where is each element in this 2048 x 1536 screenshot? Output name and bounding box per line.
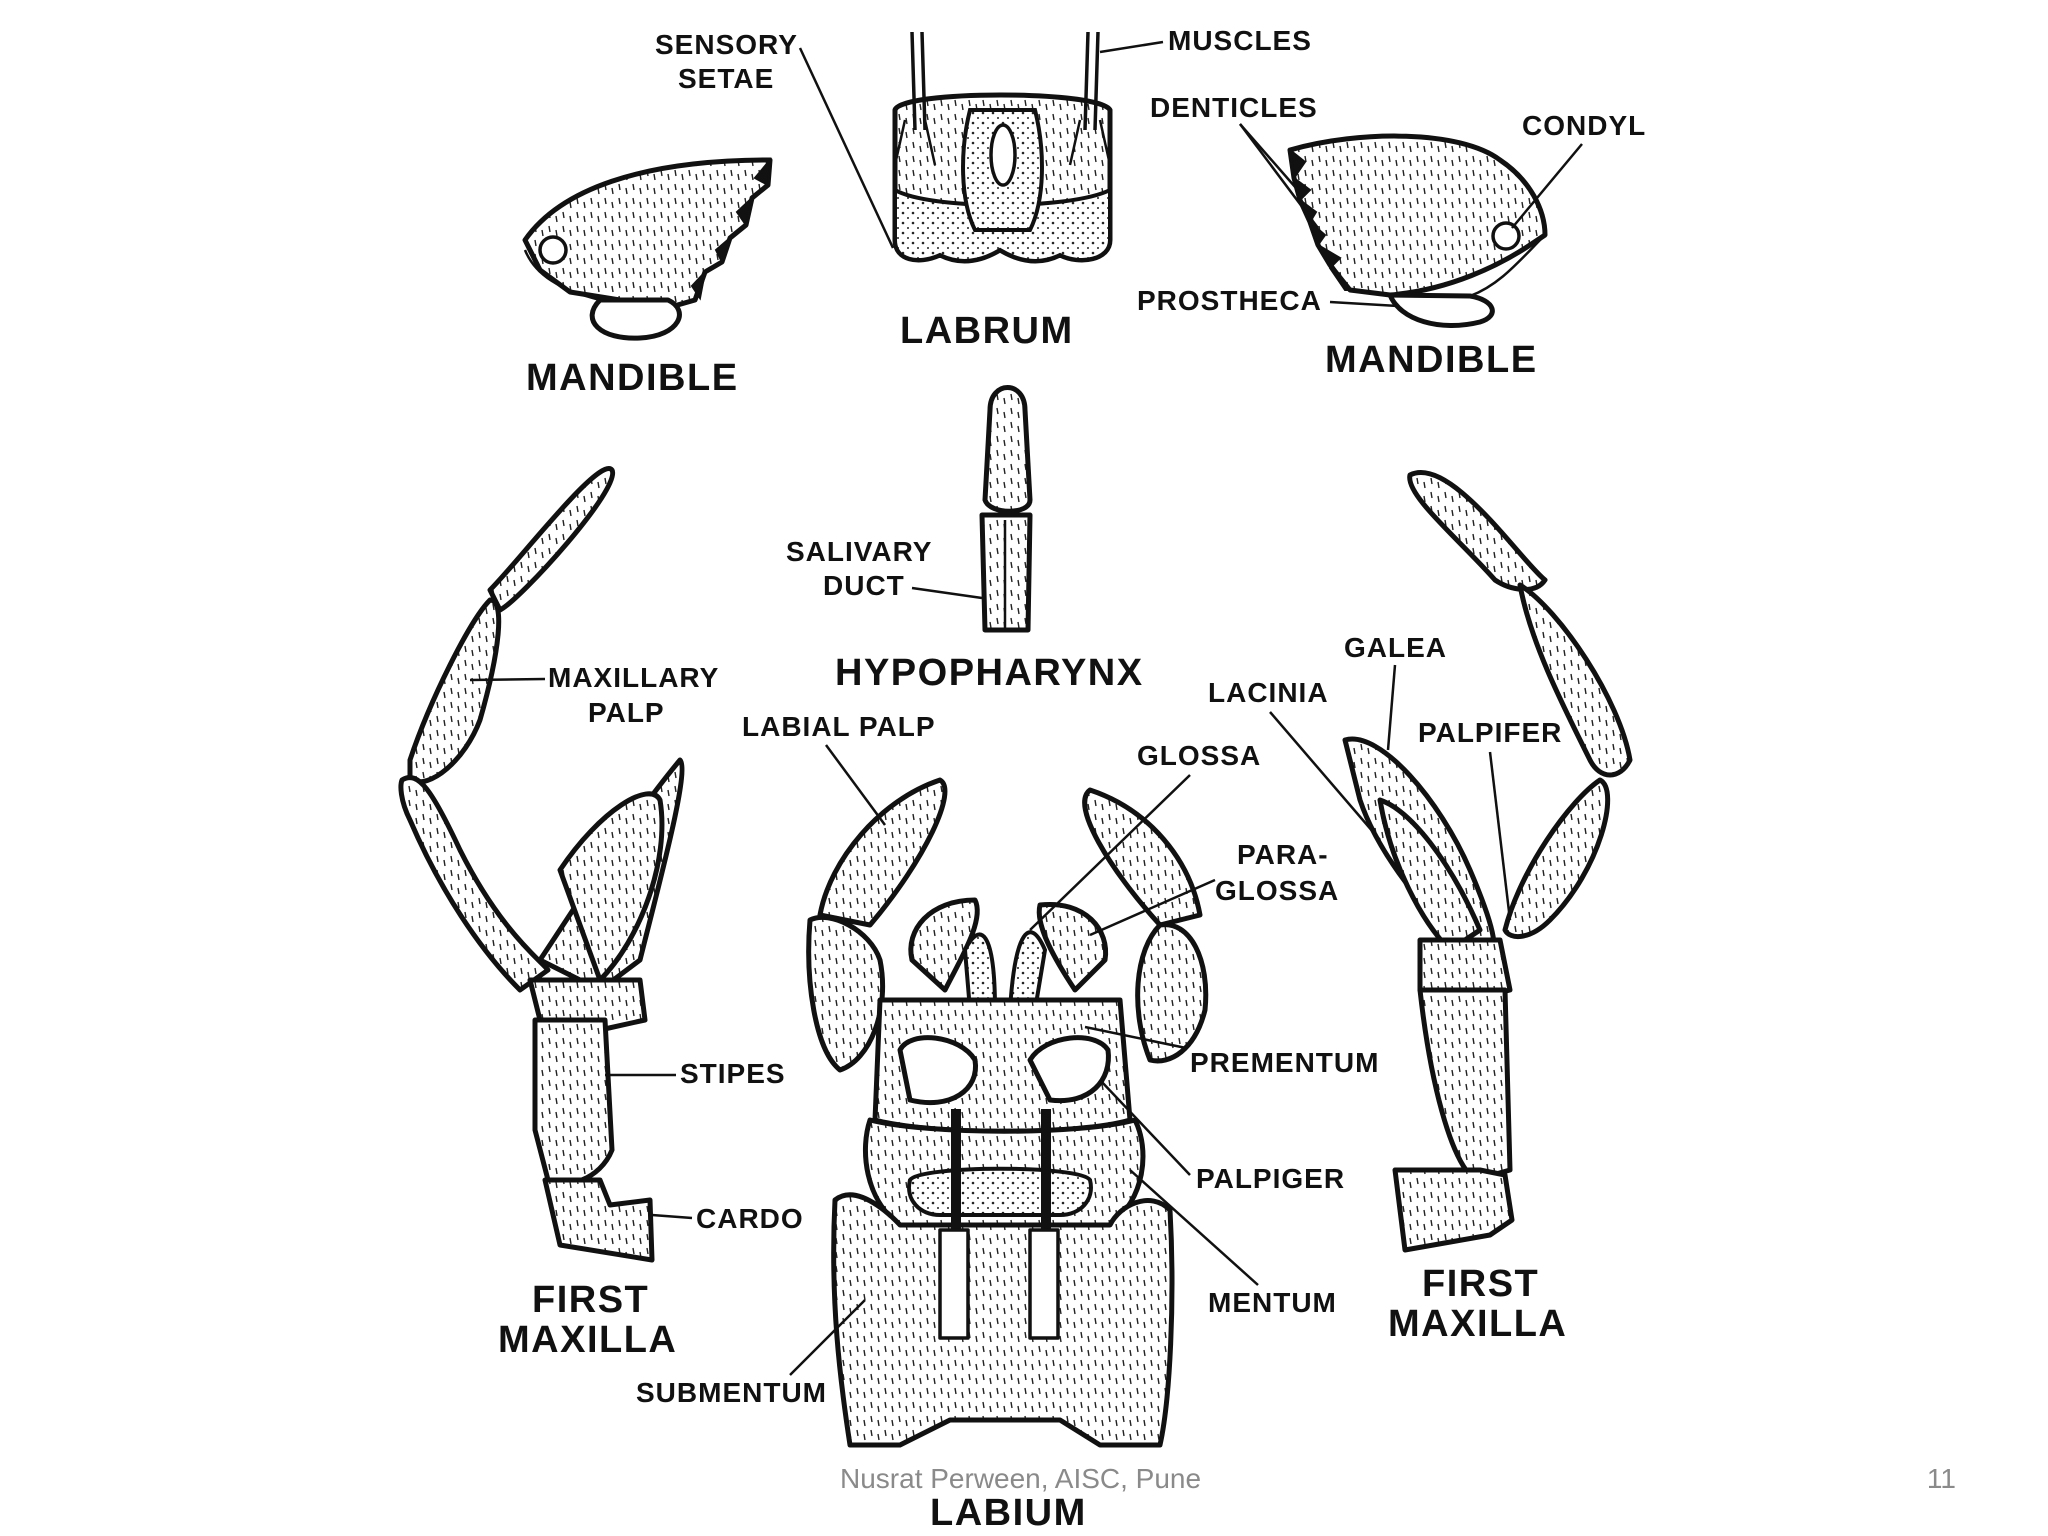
lacinia-leader — [1269, 711, 1381, 841]
labrum-title: LABRUM — [900, 310, 1074, 352]
labrum-drawing — [892, 31, 1113, 264]
palpiger-leader — [1099, 1079, 1191, 1176]
first-maxilla-right-title-line1: FIRST — [1422, 1263, 1539, 1305]
first-maxilla-right-drawing — [1342, 470, 1633, 1253]
sensory-setae-label-line1: SENSORY — [655, 29, 798, 60]
palpifer-label: PALPIFER — [1418, 717, 1562, 748]
stipes-label: STIPES — [680, 1058, 786, 1089]
salivary-duct-leader — [911, 586, 983, 600]
mandible-left-title: MANDIBLE — [526, 357, 739, 399]
first-maxilla-right-title-line2: MAXILLA — [1388, 1303, 1567, 1345]
condyl-label: CONDYL — [1522, 110, 1646, 141]
palpifer-leader — [1488, 751, 1512, 921]
glossa-leader — [1029, 774, 1191, 931]
cardo-leader — [651, 1213, 693, 1220]
first-maxilla-left-drawing — [398, 466, 685, 1263]
first-maxilla-left-title-line1: FIRST — [532, 1279, 649, 1321]
footer-author: Nusrat Perween, AISC, Pune — [840, 1463, 1202, 1494]
first-maxilla-left-title-line2: MAXILLA — [498, 1319, 677, 1361]
paraglossa-leader — [1089, 878, 1216, 937]
prostheca-label: PROSTHECA — [1137, 285, 1322, 316]
maxillary-palp-leader-left — [469, 677, 546, 682]
condyl-leader — [1511, 143, 1583, 229]
page-number: 11 — [1926, 1463, 1956, 1494]
mentum-leader — [1129, 1169, 1259, 1286]
labium-drawing — [806, 777, 1209, 1448]
prementum-label: PREMENTUM — [1190, 1047, 1379, 1078]
mentum-label: MENTUM — [1208, 1287, 1337, 1318]
muscles-label: MUSCLES — [1168, 25, 1312, 56]
galea-leader — [1386, 664, 1397, 751]
labial-palp-leader — [824, 744, 887, 826]
maxillary-palp-label-line1-left: MAXILLARY — [548, 662, 719, 693]
maxillary-palp-label-line2-left: PALP — [588, 697, 665, 728]
muscles-leader — [1099, 40, 1164, 54]
denticles-leader-2 — [1239, 123, 1319, 229]
mandible-left-drawing — [522, 156, 773, 341]
lacinia-label: LACINIA — [1208, 677, 1329, 708]
submentum-label: SUBMENTUM — [636, 1377, 827, 1408]
palpiger-label: PALPIGER — [1196, 1163, 1345, 1194]
mandible-right-title: MANDIBLE — [1325, 339, 1538, 381]
labium-title: LABIUM — [930, 1492, 1087, 1534]
submentum-leader — [789, 1299, 866, 1376]
denticles-label: DENTICLES — [1150, 92, 1318, 123]
sensory-setae-label-line2: SETAE — [678, 63, 774, 94]
hypopharynx-title: HYPOPHARYNX — [835, 652, 1144, 694]
mandible-right-drawing — [1287, 133, 1548, 328]
galea-label: GALEA — [1344, 632, 1447, 663]
salivary-duct-label-line1: SALIVARY — [786, 536, 932, 567]
glossa-label: GLOSSA — [1137, 740, 1261, 771]
labial-palp-label: LABIAL PALP — [742, 711, 936, 742]
paraglossa-label-line2: GLOSSA — [1215, 875, 1339, 906]
salivary-duct-label-line2: DUCT — [823, 570, 905, 601]
paraglossa-label-line1: PARA- — [1237, 839, 1329, 870]
hypopharynx-drawing — [979, 385, 1033, 633]
prostheca-leader — [1329, 300, 1399, 308]
sensory-setae-leader — [798, 47, 895, 249]
cardo-label: CARDO — [696, 1203, 804, 1234]
prementum-leader — [1084, 1025, 1187, 1050]
